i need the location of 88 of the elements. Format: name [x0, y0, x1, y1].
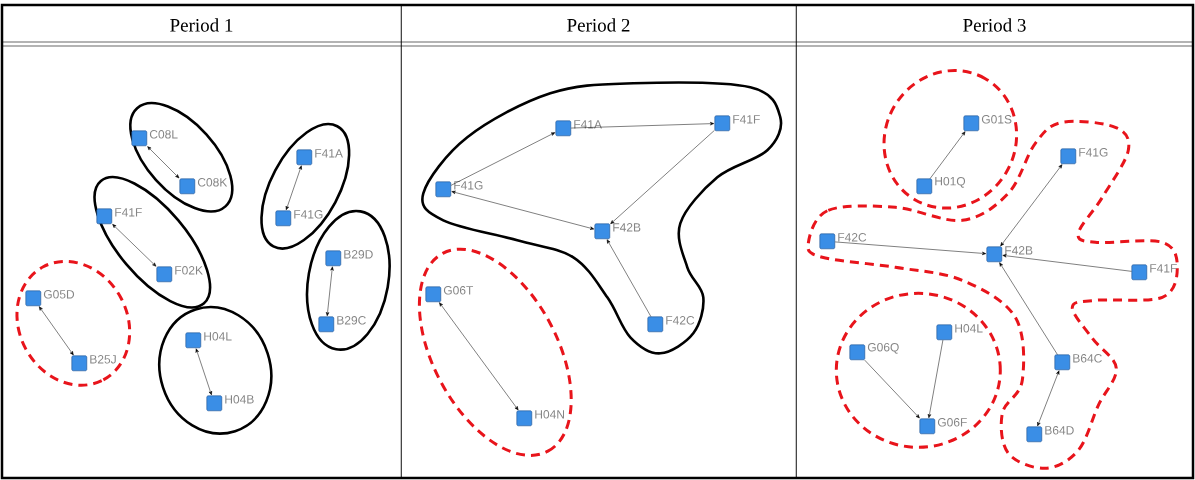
node-label: G01S	[981, 115, 1012, 124]
node-square	[714, 115, 731, 132]
node-square	[919, 418, 936, 435]
arrow	[927, 339, 944, 419]
node-square	[71, 355, 88, 372]
node-square	[647, 316, 664, 333]
node-label: F41A	[315, 149, 343, 158]
node-square	[156, 266, 173, 283]
node-label: G06F	[937, 418, 967, 427]
node-label: F41G	[294, 210, 323, 219]
arrow	[834, 241, 987, 256]
node-square	[594, 223, 611, 240]
node-square	[185, 332, 202, 349]
node-square	[819, 233, 836, 250]
arrow	[929, 131, 966, 179]
node-label: C08L	[149, 130, 178, 139]
node-label: F42C	[666, 316, 695, 325]
node-square	[1054, 354, 1071, 371]
arrow	[195, 348, 212, 396]
node-label: C08K	[197, 178, 228, 187]
node-label: H04L	[204, 332, 232, 341]
cluster-outline	[260, 122, 351, 250]
node-square	[318, 316, 335, 333]
cluster-outline	[421, 81, 783, 355]
arrow	[610, 130, 715, 225]
arrow	[451, 190, 595, 230]
cluster-outline	[158, 305, 273, 435]
cluster-outline	[834, 291, 1002, 449]
node-label: F41A	[574, 120, 602, 129]
node-square	[963, 115, 980, 132]
arrow	[1000, 164, 1063, 247]
node-label: H01Q	[935, 177, 966, 188]
node-square	[1026, 426, 1043, 443]
arrow	[864, 359, 920, 419]
cluster-outline	[417, 247, 573, 457]
node-square	[435, 181, 452, 198]
node-label: F02K	[175, 266, 203, 275]
arrow	[112, 224, 157, 267]
node-label: F41F	[1150, 264, 1177, 273]
arrow	[606, 239, 652, 317]
arrow	[999, 262, 1058, 355]
node-label: F42C	[838, 233, 867, 242]
arrow	[450, 132, 556, 186]
arrow	[439, 302, 519, 411]
cluster-outline	[15, 259, 132, 387]
node-square	[555, 120, 572, 137]
arrow	[1002, 254, 1132, 272]
node-square	[1060, 148, 1077, 165]
node-label: B25J	[90, 355, 116, 364]
node-label: F41F	[733, 115, 760, 124]
node-label: G05D	[43, 290, 75, 299]
arrow	[38, 306, 74, 356]
arrow	[570, 122, 715, 129]
node-square	[425, 286, 442, 303]
node-square	[275, 210, 292, 227]
node-square	[516, 410, 533, 427]
node-square	[1131, 264, 1148, 281]
node-square	[206, 395, 223, 412]
node-label: G06Q	[867, 343, 899, 354]
node-label: B64D	[1045, 426, 1074, 435]
node-square	[916, 178, 933, 195]
node-label: B29D	[344, 250, 373, 259]
arrow	[325, 266, 334, 317]
node-label: F41G	[454, 181, 483, 190]
arrow	[285, 165, 302, 211]
node-label: F41F	[115, 208, 142, 217]
arrow	[147, 146, 180, 179]
node-label: Period 1	[170, 18, 233, 32]
node-square	[849, 344, 866, 361]
node-label: B29C	[337, 316, 366, 325]
node-square	[936, 324, 953, 341]
node-square	[179, 178, 196, 195]
node-label: F42B	[1005, 246, 1033, 255]
cluster-outline	[882, 69, 1019, 210]
node-square	[325, 250, 342, 267]
node-label: G06T	[443, 286, 474, 295]
node-label: F41G	[1079, 148, 1108, 157]
node-label: F42B	[613, 223, 641, 232]
node-label: H04N	[535, 410, 564, 419]
node-label: B64C	[1073, 354, 1102, 363]
arrow	[1037, 370, 1060, 427]
node-square	[25, 290, 42, 307]
node-square	[131, 130, 148, 147]
node-square	[96, 208, 113, 225]
node-label: H04L	[955, 324, 983, 333]
node-square	[296, 149, 313, 166]
node-label: H04B	[225, 395, 254, 404]
node-square	[986, 246, 1003, 263]
